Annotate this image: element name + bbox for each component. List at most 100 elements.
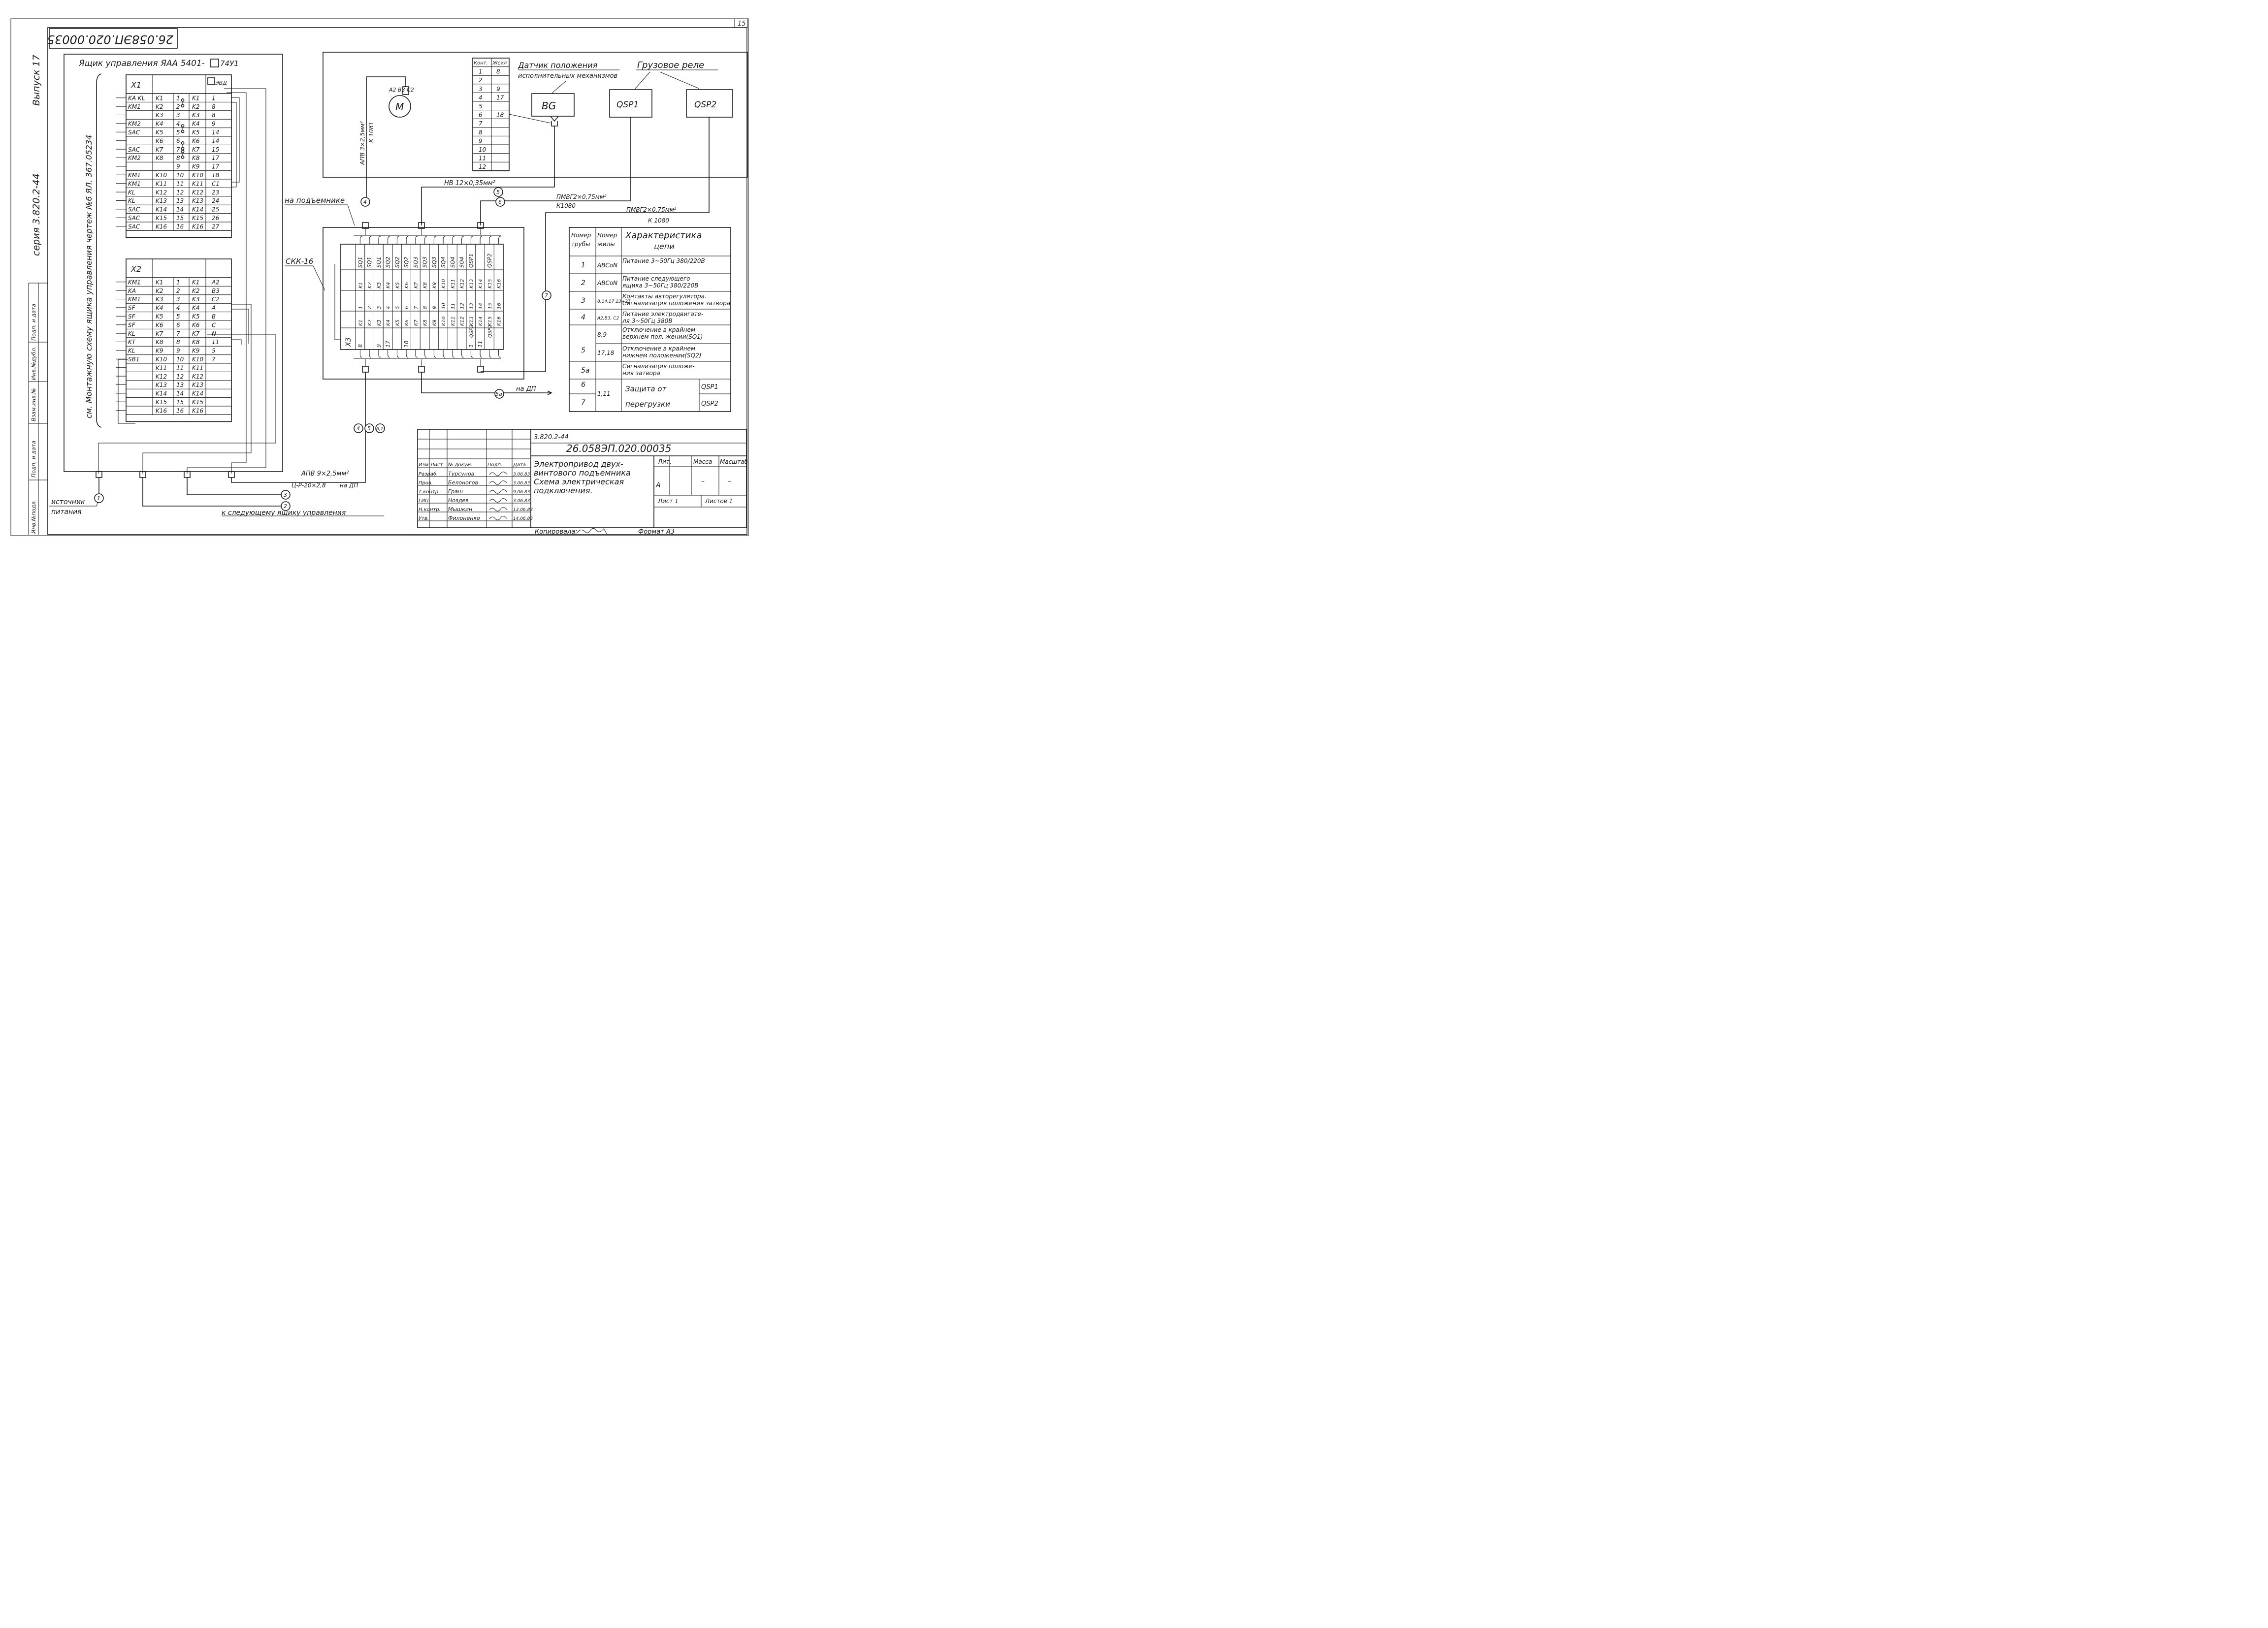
kont-row-contact: 1 bbox=[479, 68, 483, 75]
x3-cell-k_top: K5 bbox=[395, 282, 400, 288]
ckk-label: СКК-16 bbox=[286, 257, 313, 266]
x3-cell-nums: 16 bbox=[497, 303, 502, 309]
x3-bottom-extra: QSP2 bbox=[487, 324, 493, 338]
x1-row-tgt: 17 bbox=[212, 163, 220, 170]
next-box-label: к следующему ящику управления bbox=[222, 509, 346, 517]
tb-lit-header: Лит. bbox=[657, 458, 672, 465]
x3-cell-nums: 9 bbox=[432, 306, 437, 309]
tb-lit-header: Масса bbox=[693, 458, 712, 465]
x3-cell-top: SQ2 bbox=[403, 256, 410, 268]
x1-row-c1: K7 bbox=[156, 146, 163, 153]
char-row-desc: Отключение в крайнем bbox=[622, 345, 695, 352]
x1-row-wire: SAC bbox=[128, 223, 140, 230]
source-label-1: источник bbox=[51, 498, 85, 506]
char-row-core: ABCoN bbox=[597, 262, 617, 269]
x1-row-n: 2 bbox=[176, 103, 180, 110]
x3-cell-k_top: K1 bbox=[358, 282, 363, 288]
cable-to-dp bbox=[421, 372, 551, 393]
x2-row-c2: K12 bbox=[192, 373, 203, 380]
x1-row-c2: K15 bbox=[192, 215, 203, 222]
tb-name-line: Схема электрическая bbox=[534, 477, 624, 486]
x2-row-tgt: A bbox=[211, 305, 216, 312]
x1-row-c1: K4 bbox=[156, 121, 163, 128]
tb-role: Утв. bbox=[419, 516, 429, 521]
x3-cell-top: SQ2 bbox=[385, 256, 391, 268]
x2-row-c1: K12 bbox=[156, 373, 167, 380]
x1-row-tgt: C1 bbox=[212, 180, 220, 187]
x3-cell-top: SQ1 bbox=[376, 256, 382, 268]
char-row-pipe: 4 bbox=[581, 314, 585, 321]
sensor-wire-18 bbox=[509, 114, 551, 124]
x2-row-n: 7 bbox=[176, 330, 180, 337]
x3-bottom-extra: QSP2 bbox=[469, 324, 474, 338]
kont-row-core: 8 bbox=[496, 68, 500, 75]
x1-row-tgt: 1 bbox=[212, 95, 216, 101]
x1-row-wire: KM2 bbox=[128, 121, 141, 128]
x1-header-extra: ЭВД bbox=[215, 80, 227, 86]
x2-row-tgt: 11 bbox=[212, 339, 219, 346]
x1-row-c1: K10 bbox=[156, 172, 167, 179]
tb-date: 3.06.83 bbox=[513, 481, 530, 486]
x3-cell-nums: 2 bbox=[367, 306, 373, 309]
hoist-area bbox=[323, 52, 748, 178]
kont-row-contact: 4 bbox=[479, 94, 483, 101]
x1-name: X1 bbox=[130, 80, 141, 90]
x1-row-c2: K8 bbox=[192, 155, 200, 161]
x1-row-n: 5 bbox=[176, 129, 180, 136]
relay1-box bbox=[609, 89, 652, 118]
x2-row-c2: K7 bbox=[192, 330, 200, 337]
tb-role: ГИП bbox=[419, 498, 429, 504]
cable-hb bbox=[421, 126, 555, 225]
x2-row-n: 13 bbox=[176, 382, 184, 388]
copied-signature bbox=[577, 528, 607, 534]
x1-row-n: 8 bbox=[176, 155, 180, 161]
x1-row-c1: K3 bbox=[156, 112, 163, 119]
x1-row-tgt: 25 bbox=[212, 206, 219, 213]
margin-label-1: Инв.№подл. bbox=[31, 500, 37, 534]
ckk-leader bbox=[313, 265, 325, 291]
x2-row-c2: K2 bbox=[192, 287, 200, 294]
tb-date: 14.06.83 bbox=[513, 516, 533, 521]
x3-cell-top: SQ1 bbox=[366, 256, 373, 268]
tb-lit-value: А bbox=[655, 481, 661, 489]
cable-marker-circle bbox=[281, 501, 291, 511]
x1-row-c2: K12 bbox=[192, 189, 203, 196]
x1-row-c2: K5 bbox=[192, 129, 200, 136]
bottom-glands bbox=[96, 471, 235, 478]
x2-row-n: 12 bbox=[176, 373, 184, 380]
arrow-to-dp bbox=[547, 390, 552, 395]
x3-cell-k_top: K3 bbox=[377, 282, 382, 288]
sensor-connector bbox=[550, 116, 559, 127]
x2-name: X2 bbox=[130, 264, 141, 274]
x3-cell-nums: 6 bbox=[404, 306, 410, 309]
sensor-box bbox=[531, 93, 575, 117]
char-row-pipe: 6 bbox=[581, 381, 585, 389]
title-block: 3.820.2-4426.058ЭП.020.00035Электроприво… bbox=[417, 429, 748, 528]
x1-row-c2: K2 bbox=[192, 103, 200, 110]
char-row-desc: верхнем пол. жении(SQ1) bbox=[622, 333, 703, 340]
x2-row-n: 6 bbox=[176, 321, 180, 328]
x2-row-c2: K1 bbox=[192, 279, 200, 286]
kont-row-core: 18 bbox=[496, 112, 504, 119]
char-row-pipe: 7 bbox=[581, 399, 585, 407]
x2-row-c1: K1 bbox=[156, 279, 163, 286]
x2-row-n: 1 bbox=[176, 279, 180, 286]
cable-c-label: Ц-Р-20×2,8 bbox=[292, 482, 326, 489]
x2-row-n: 11 bbox=[176, 364, 184, 371]
tb-date: 9.06.83 bbox=[513, 490, 530, 495]
x2-row-wire: KT bbox=[128, 339, 136, 346]
x1-row-n: 7 bbox=[176, 146, 180, 153]
x2-row-tgt: 7 bbox=[212, 356, 216, 363]
x1-row-tgt: 14 bbox=[212, 137, 219, 144]
x1-row-tgt: 18 bbox=[212, 172, 220, 179]
char-row-desc: ящика 3~50Гц 380/220В bbox=[622, 282, 698, 289]
tb-date: 13.06.83 bbox=[513, 508, 533, 512]
x2-row-c2: K13 bbox=[192, 382, 203, 388]
kont-row-contact: 3 bbox=[479, 86, 483, 93]
x3-cell-bottom: 17 bbox=[385, 341, 391, 348]
x3-cell-nums: 1 bbox=[358, 306, 363, 309]
x1-row-c2: K1 bbox=[192, 95, 200, 101]
x1-row-tgt: 8 bbox=[212, 103, 216, 110]
x1-row-c1: K8 bbox=[156, 155, 163, 161]
